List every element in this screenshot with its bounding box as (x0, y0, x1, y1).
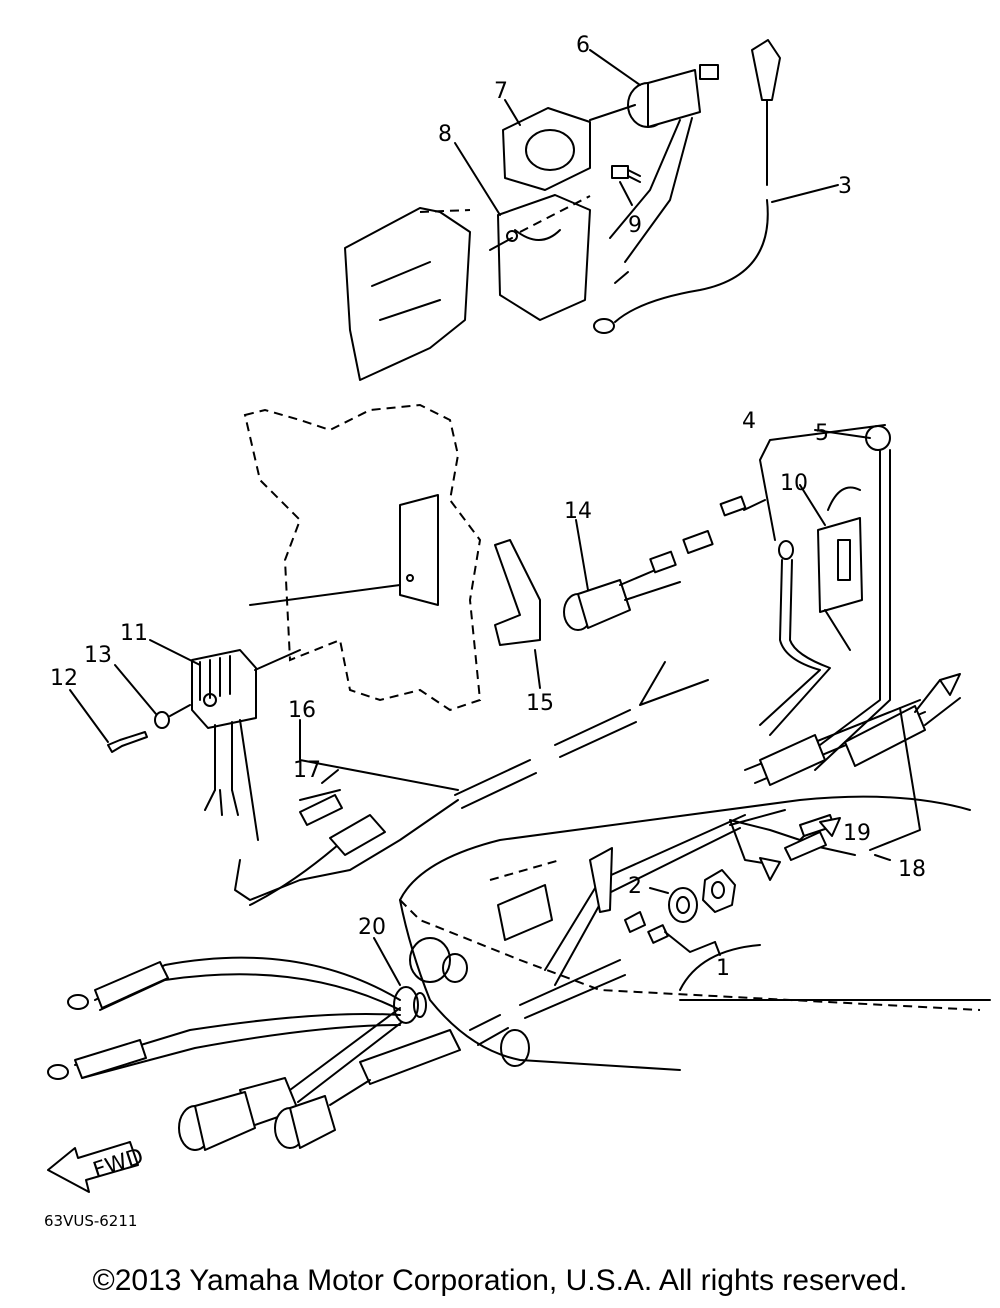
leader-lines-top (454, 49, 839, 251)
starter-bracket-back (344, 207, 471, 381)
bottom-cowling (399, 795, 991, 1071)
rectifier-regulator (191, 584, 401, 841)
label-16: 16 (288, 698, 316, 723)
label-2: 2 (628, 874, 642, 899)
battery-cable-3 (593, 39, 781, 334)
label-8: 8 (438, 122, 452, 147)
label-12: 12 (50, 666, 78, 691)
neutral-switch-bracket (494, 539, 541, 689)
screw-12 (69, 689, 148, 753)
label-15: 15 (526, 691, 554, 716)
washer-13 (114, 664, 191, 729)
label-1: 1 (716, 956, 730, 981)
fwd-text: FWD (90, 1144, 147, 1184)
label-19: 19 (843, 821, 871, 846)
copyright-notice: ©2013 Yamaha Motor Corporation, U.S.A. A… (92, 1264, 908, 1297)
fuse-holder (799, 484, 863, 651)
neutral-switch (563, 495, 766, 631)
label-4: 4 (742, 409, 756, 434)
engine-block-outline (243, 403, 482, 712)
wire-harness (234, 661, 961, 986)
label-7: 7 (494, 79, 508, 104)
relay-bracket-plate (497, 194, 591, 321)
nut-and-plug (624, 869, 736, 956)
label-6: 6 (576, 33, 590, 58)
label-10: 10 (780, 471, 808, 496)
part-labels: 1 2 3 4 5 6 7 8 9 10 11 12 13 14 15 16 1… (50, 33, 926, 981)
harness-connectors-right (759, 814, 841, 881)
leader-lines-right (321, 707, 921, 861)
bolt-9 (611, 165, 641, 183)
battery-leads-bottom (47, 956, 401, 1080)
label-13: 13 (84, 643, 112, 668)
diagram-code: 63VUS-6211 (44, 1212, 138, 1230)
fwd-arrow: FWD (47, 1141, 147, 1193)
label-18: 18 (898, 857, 926, 882)
label-17: 17 (293, 758, 321, 783)
label-9: 9 (628, 213, 642, 238)
label-20: 20 (358, 915, 386, 940)
label-14: 14 (564, 499, 592, 524)
label-3: 3 (838, 174, 852, 199)
label-11: 11 (120, 621, 148, 646)
label-5: 5 (815, 421, 829, 446)
fuse-17 (299, 794, 343, 826)
tach-plug-cables (178, 959, 626, 1151)
leader-11 (149, 639, 201, 666)
relay-cover (502, 107, 591, 191)
starter-relay (609, 64, 719, 284)
